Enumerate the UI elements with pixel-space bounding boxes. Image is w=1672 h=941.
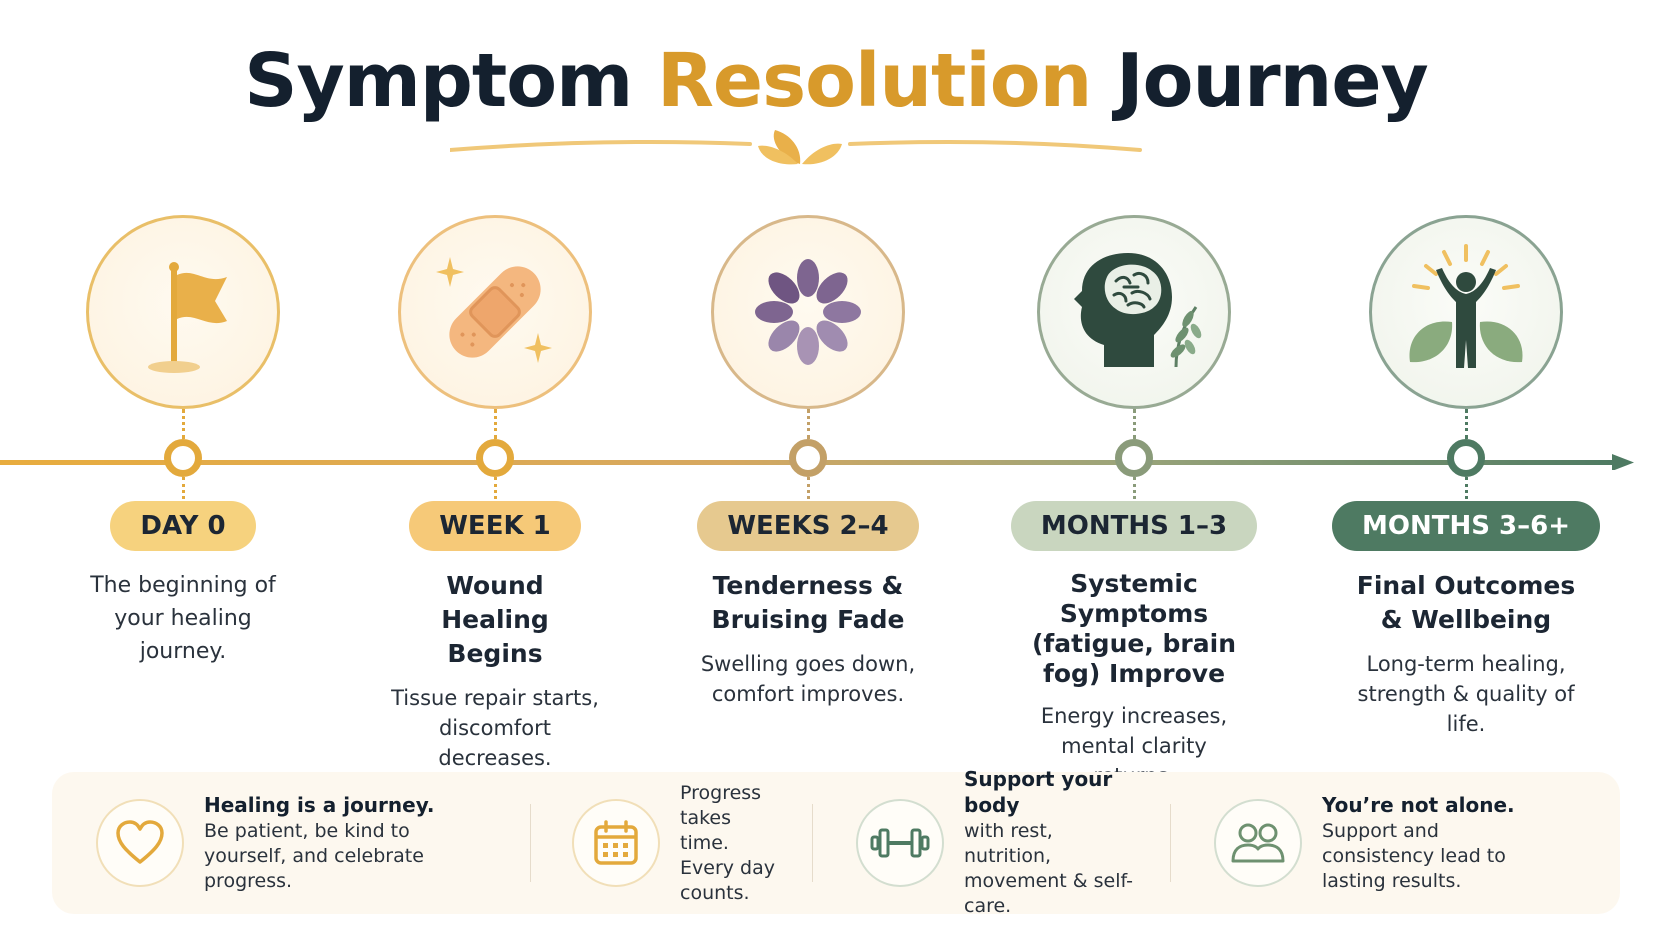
stage-icon-ring	[711, 215, 905, 409]
stage-title: Final Outcomes & Wellbeing	[1356, 571, 1576, 634]
stage-connector	[1132, 477, 1136, 499]
tip-body: with rest, nutrition, movement & self-ca…	[964, 820, 1134, 917]
stage-label: MONTHS 1–3	[1010, 501, 1258, 551]
tip-text: You’re not alone. Support and consistenc…	[1322, 793, 1552, 894]
page-title: Symptom Resolution Journey	[0, 38, 1672, 124]
tip-not-alone: You’re not alone. Support and consistenc…	[1214, 772, 1594, 914]
dumbbell-icon	[870, 828, 930, 858]
stage-title: Tenderness & Bruising Fade	[711, 571, 905, 634]
stage-icon-ring	[1037, 215, 1231, 409]
timeline-node	[1115, 439, 1153, 477]
stage-connector	[1464, 477, 1468, 499]
flag-icon	[148, 262, 227, 373]
stage-description: The beginning of your healing journey.	[90, 573, 276, 664]
stage-connector	[493, 409, 497, 439]
stage-label: WEEK 1	[409, 501, 581, 551]
tip-text: Progress takes time. Every day counts.	[680, 781, 780, 906]
stage-description: Swelling goes down, comfort improves.	[700, 652, 916, 706]
stage-connector	[806, 477, 810, 499]
bruise-flower-icon	[755, 259, 861, 365]
tip-separator	[812, 804, 813, 882]
tip-icon-ring	[856, 799, 944, 887]
tip-icon-ring	[1214, 799, 1302, 887]
tip-heading: Support your body	[964, 767, 1113, 817]
tip-progress-time: Progress takes time. Every day counts.	[572, 772, 812, 914]
title-part-3: Journey	[1116, 38, 1429, 124]
stage-week-1: WEEK 1 Wound Healing Begins Tissue repai…	[335, 215, 655, 773]
tip-body: Support and consistency lead to lasting …	[1322, 819, 1506, 892]
tip-text: Support your body with rest, nutrition, …	[964, 767, 1144, 919]
stage-icon-ring	[1369, 215, 1563, 409]
stage-day-0: DAY 0 The beginning of your healing jour…	[23, 215, 343, 668]
stage-label: DAY 0	[110, 501, 256, 551]
stage-icon-ring	[398, 215, 592, 409]
stage-connector	[1464, 409, 1468, 439]
tip-body: Be patient, be kind to yourself, and cel…	[204, 819, 424, 892]
tip-text: Healing is a journey. Be patient, be kin…	[204, 793, 494, 894]
stage-connector	[181, 477, 185, 499]
stage-title: Wound Healing Begins	[441, 571, 549, 668]
tip-separator	[530, 804, 531, 882]
thriving-person-icon	[1409, 244, 1523, 368]
tip-healing-journey: Healing is a journey. Be patient, be kin…	[96, 772, 516, 914]
stage-description: Tissue repair starts, discomfort decreas…	[391, 686, 599, 770]
heart-icon	[116, 820, 164, 864]
stage-connector	[181, 409, 185, 439]
stage-months-1-3: MONTHS 1–3 Systemic Symptoms (fatigue, b…	[974, 215, 1294, 791]
people-icon	[1231, 823, 1285, 863]
title-divider-leaf-icon	[450, 130, 1142, 165]
timeline-node	[789, 439, 827, 477]
stage-months-3-6: MONTHS 3–6+ Final Outcomes & Wellbeing L…	[1306, 215, 1626, 739]
tip-heading: You’re not alone.	[1322, 792, 1515, 817]
tips-panel: Healing is a journey. Be patient, be kin…	[52, 767, 1620, 917]
stage-connector	[493, 477, 497, 499]
brain-head-icon	[1074, 253, 1202, 368]
bandage-icon	[436, 257, 552, 363]
stage-label: MONTHS 3–6+	[1332, 501, 1600, 551]
stage-weeks-2-4: WEEKS 2–4 Tenderness & Bruising Fade Swe…	[648, 215, 968, 709]
tip-icon-ring	[96, 799, 184, 887]
tip-body: Progress takes time. Every day counts.	[680, 781, 775, 904]
title-part-2: Resolution	[656, 38, 1092, 124]
timeline-node	[1447, 439, 1485, 477]
title-part-1: Symptom	[244, 38, 633, 124]
stage-connector	[806, 409, 810, 439]
stage-connector	[1132, 409, 1136, 439]
tip-icon-ring	[572, 799, 660, 887]
tip-support-body: Support your body with rest, nutrition, …	[856, 767, 1156, 917]
stage-label: WEEKS 2–4	[697, 501, 919, 551]
stage-title: Systemic Symptoms (fatigue, brain fog) I…	[1031, 569, 1236, 688]
timeline-node	[164, 439, 202, 477]
calendar-icon	[594, 820, 638, 865]
stage-description: Long-term healing, strength & quality of…	[1357, 652, 1575, 736]
tip-separator	[1170, 804, 1171, 882]
timeline-node	[476, 439, 514, 477]
tip-heading: Healing is a journey.	[204, 792, 435, 817]
stage-icon-ring	[86, 215, 280, 409]
